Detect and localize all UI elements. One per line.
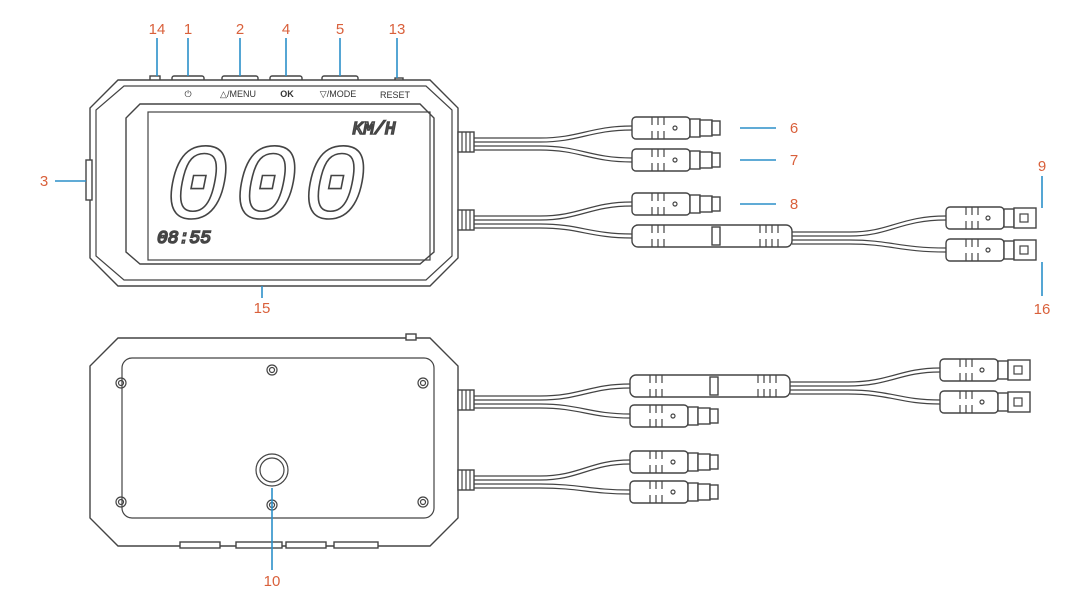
callout-4: 4	[282, 21, 290, 38]
back-panel	[121, 357, 435, 519]
connector-16	[945, 238, 1037, 262]
connector-back-e	[629, 450, 719, 474]
connector-back-d	[939, 390, 1031, 414]
callout-10: 10	[264, 573, 281, 590]
connector-9	[945, 206, 1037, 230]
mount-nut-outer	[255, 453, 289, 487]
cable-gland-lower	[457, 209, 475, 231]
connector-back-b	[629, 404, 719, 428]
back-view	[89, 333, 1031, 549]
callout-9: 9	[1038, 158, 1046, 175]
connector-back-c	[939, 358, 1031, 382]
cable-gland-back-upper	[457, 389, 475, 411]
lcd-screen	[147, 111, 431, 261]
connector-7	[631, 148, 721, 172]
connector-back-f	[629, 480, 719, 504]
connector-6	[631, 116, 721, 140]
callout-7: 7	[790, 152, 798, 169]
callout-13: 13	[389, 21, 406, 38]
callout-15: 15	[254, 300, 271, 317]
splitter-back	[629, 374, 791, 398]
ok-label: OK	[280, 89, 294, 99]
callouts: 14 1 2 4 5 13 3 15 6 7 8 9 16 10	[40, 21, 1051, 590]
mount-nut-inner	[259, 457, 285, 483]
speed-digits: 000	[165, 129, 371, 251]
mode-label: ▽/MODE	[320, 89, 356, 99]
callout-2: 2	[236, 21, 244, 38]
callout-14: 14	[149, 21, 166, 38]
leader-lines	[55, 38, 1043, 570]
callout-8: 8	[790, 196, 798, 213]
connector-8	[631, 192, 721, 216]
callout-5: 5	[336, 21, 344, 38]
unit-label: KM/H	[352, 120, 395, 140]
power-label: ⏻	[184, 89, 191, 99]
front-view: ⏻ △/MENU OK ▽/MODE RESET 000 KM/H 08:55	[85, 75, 1037, 287]
menu-label: △/MENU	[220, 89, 256, 99]
lcd-frame	[125, 103, 435, 265]
back-body	[89, 337, 459, 547]
callout-3: 3	[40, 173, 48, 190]
cable-gland-back-lower	[457, 469, 475, 491]
callout-1: 1	[184, 21, 192, 38]
reset-label: RESET	[380, 90, 411, 100]
callout-6: 6	[790, 120, 798, 137]
callout-16: 16	[1034, 301, 1051, 318]
side-port	[85, 159, 93, 201]
cable-gland-upper	[457, 131, 475, 153]
splitter-front	[631, 224, 793, 248]
time-label: 08:55	[157, 229, 211, 249]
